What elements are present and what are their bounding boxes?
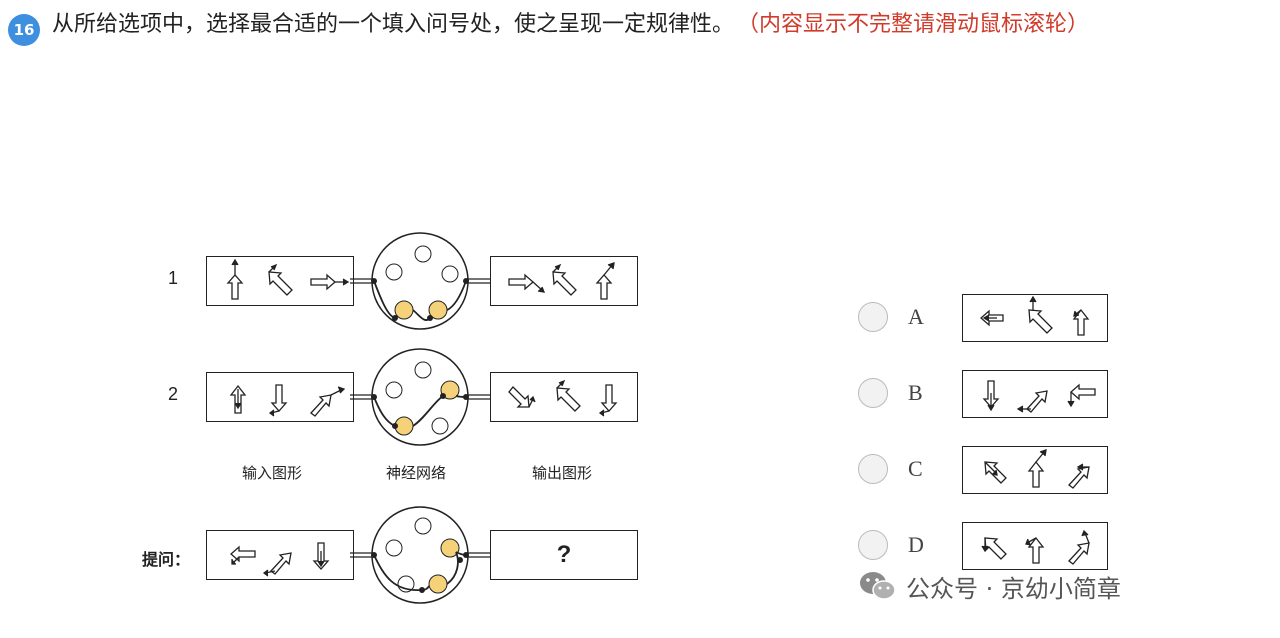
arrow-set-option-a xyxy=(980,295,1090,336)
row-label-question: 提问： xyxy=(142,552,191,569)
row1-neural-network xyxy=(350,232,490,330)
arrow-set-option-d xyxy=(981,529,1090,565)
caption-input: 输入图形 xyxy=(242,464,303,482)
option-d[interactable]: D xyxy=(858,522,1118,570)
arrow-set-row2-input xyxy=(229,384,346,417)
option-c-letter: C xyxy=(908,456,923,481)
arrow-set-option-c xyxy=(984,449,1090,489)
option-b-radio[interactable] xyxy=(858,378,888,408)
option-d-radio[interactable] xyxy=(858,530,888,560)
row1-input-figure xyxy=(206,256,354,306)
question-stem: 从所给选项中，选择最合适的一个填入问号处，使之呈现一定规律性。 xyxy=(52,12,735,37)
option-b-figure[interactable] xyxy=(962,370,1108,418)
question-neural-network xyxy=(350,506,490,604)
option-c-figure[interactable] xyxy=(962,446,1108,494)
question-number-badge: 16 xyxy=(8,14,40,46)
arrow-set-row1-output xyxy=(508,262,615,300)
row-label-1: 1 xyxy=(168,268,179,288)
arrow-set-question-input xyxy=(230,542,330,577)
row1-output-figure xyxy=(490,256,638,306)
caption-output: 输出图形 xyxy=(532,464,593,482)
row2-output-figure xyxy=(490,372,638,422)
arrow-set-option-b xyxy=(982,380,1096,413)
question-input-figure xyxy=(206,530,354,580)
scroll-hint: （内容显示不完整请滑动鼠标滚轮） xyxy=(748,12,1090,37)
option-d-figure[interactable] xyxy=(962,522,1108,570)
row2-input-figure xyxy=(206,372,354,422)
question-output-figure: ? xyxy=(490,530,638,580)
arrow-set-row1-input xyxy=(226,258,350,300)
option-c-radio[interactable] xyxy=(858,454,888,484)
question-header: 16 从所给选项中，选择最合适的一个填入问号处，使之呈现一定规律性。 （内容显示不… xyxy=(8,10,1276,46)
question-text: 从所给选项中，选择最合适的一个填入问号处，使之呈现一定规律性。 （内容显示不完整请… xyxy=(52,10,1276,40)
watermark: 公众号 · 京幼小简章 xyxy=(858,566,1121,606)
row2-neural-network xyxy=(350,348,490,446)
caption-network: 神经网络 xyxy=(386,464,447,482)
watermark-text: 公众号 · 京幼小简章 xyxy=(906,574,1121,603)
wechat-icon xyxy=(860,572,896,600)
option-b-letter: B xyxy=(908,380,923,405)
option-a[interactable]: A xyxy=(858,294,1118,342)
option-b[interactable]: B xyxy=(858,370,1118,418)
option-a-figure[interactable] xyxy=(962,294,1108,342)
option-d-letter: D xyxy=(908,532,924,557)
option-a-letter: A xyxy=(908,304,924,329)
option-a-radio[interactable] xyxy=(858,302,888,332)
row-label-2: 2 xyxy=(168,384,179,404)
arrow-set-row2-output xyxy=(508,379,618,417)
option-c[interactable]: C xyxy=(858,446,1118,494)
question-mark: ? xyxy=(556,541,572,568)
